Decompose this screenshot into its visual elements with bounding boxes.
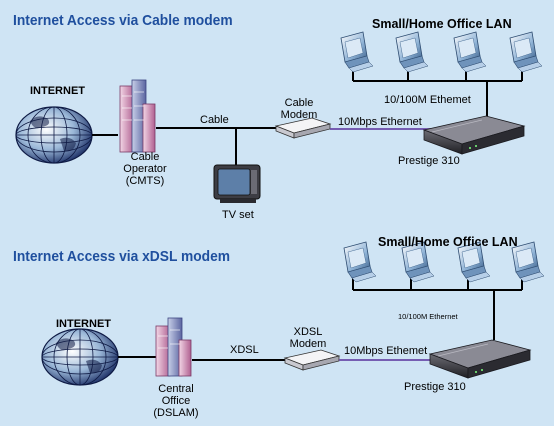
cable-router-label: Prestige 310 [398,155,460,167]
cable-router-icon [423,115,525,155]
operator-line: (CMTS) [125,175,165,187]
xdsl-modem-label: XDSL Modem [282,326,334,350]
cable-lan-workstations [340,31,543,73]
workstation-icon [453,31,487,73]
cable-link-ethernet-label: 10Mbps Ethernet [338,116,422,128]
modem-line: Cable [284,97,314,109]
dsl-link-ethernet-label: 10Mbps Ethemet [344,345,428,357]
central-office-label: Central Office (DSLAM) [145,383,207,419]
operator-line: Cable [130,151,160,163]
dsl-router-label: Prestige 310 [404,381,466,393]
dsl-internet-label: INTERNET [56,318,111,330]
modem-line: Modem [289,338,327,350]
workstation-icon [395,31,429,73]
central-office-building-icon [155,317,192,377]
dsl-lan-ethernet-label: 10/100M Ethernet [398,312,458,321]
cable-label: Cable [200,114,229,126]
cable-internet-label: INTERNET [30,85,85,97]
dsl-section-title: Internet Access via xDSL modem [13,248,231,265]
dsl-lan-title: Small/Home Office LAN [378,235,518,249]
cable-lan-ethernet-label: 10/100M Ethemet [384,94,471,106]
workstation-icon [343,241,377,283]
cable-modem-label: Cable Modem [272,97,326,121]
dsl-internet-globe-icon [41,328,119,386]
xdsl-label: XDSL [230,344,259,356]
office-line: Office [161,395,191,407]
office-line: Central [158,383,194,395]
cable-section-title: Internet Access via Cable modem [13,12,233,29]
dsl-router-icon [429,339,531,379]
cable-internet-globe-icon [15,106,93,164]
cable-lan-bus [352,62,523,120]
office-line: (DSLAM) [153,407,199,419]
workstation-icon [340,31,374,73]
workstation-icon [509,31,543,73]
xdsl-modem-icon [284,349,340,371]
cable-modem-icon [275,117,331,139]
tv-set-icon [213,164,261,203]
modem-line: XDSL [293,326,323,338]
cable-operator-label: Cable Operator (CMTS) [112,151,178,187]
operator-line: Operator [123,163,167,175]
dsl-lan-bus [352,272,523,340]
cable-lan-title: Small/Home Office LAN [372,17,512,31]
modem-line: Modem [280,109,318,121]
tv-set-label: TV set [222,209,254,221]
cable-operator-building-icon [119,79,156,153]
